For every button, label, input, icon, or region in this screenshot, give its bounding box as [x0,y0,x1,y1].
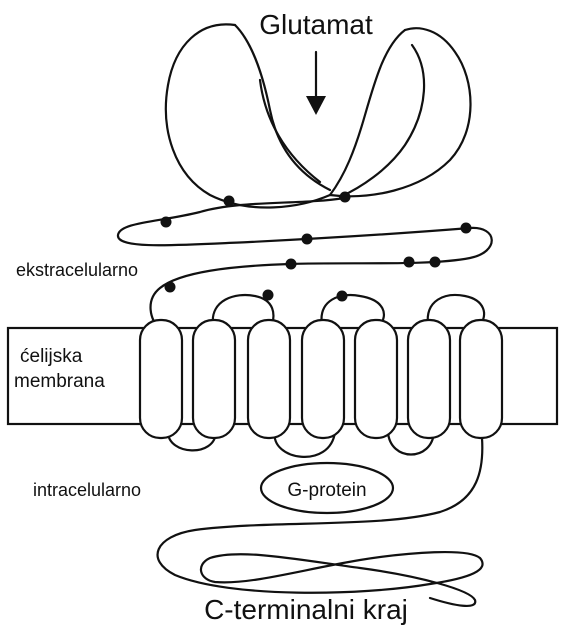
residue-dot [286,259,297,270]
binding-domain-left-lobe [166,24,330,207]
residue-dot [302,234,313,245]
binding-domain-right-lobe [330,28,471,196]
binding-domain-right-fold [340,45,424,197]
transmembrane-helix [408,320,450,438]
residue-dot [337,291,348,302]
transmembrane-helix [302,320,344,438]
transmembrane-helix [355,320,397,438]
residue-dot [404,257,415,268]
residue-dot [340,192,351,203]
extracellular-label: ekstracelularno [16,260,138,280]
transmembrane-helix [193,320,235,438]
membrane-label-line1: ćelijska [20,346,83,367]
membrane-label-line2: membrana [14,371,105,392]
residue-dot [430,257,441,268]
binding-domain-cleft [260,80,320,182]
binding-domain-right-inner [330,30,405,195]
residue-dot [263,290,274,301]
residue-dot [224,196,235,207]
c-terminus-label: C-terminalni kraj [204,594,408,625]
g-protein-label: G-protein [287,480,366,501]
transmembrane-helix [460,320,502,438]
residue-dot [161,217,172,228]
residue-dot [165,282,176,293]
residue-dot [461,223,472,234]
intracellular-label: intracelularno [33,480,141,500]
transmembrane-helix [140,320,182,438]
ligand-label: Glutamat [259,9,373,40]
transmembrane-helix [248,320,290,438]
ligand-arrowhead [306,96,326,115]
